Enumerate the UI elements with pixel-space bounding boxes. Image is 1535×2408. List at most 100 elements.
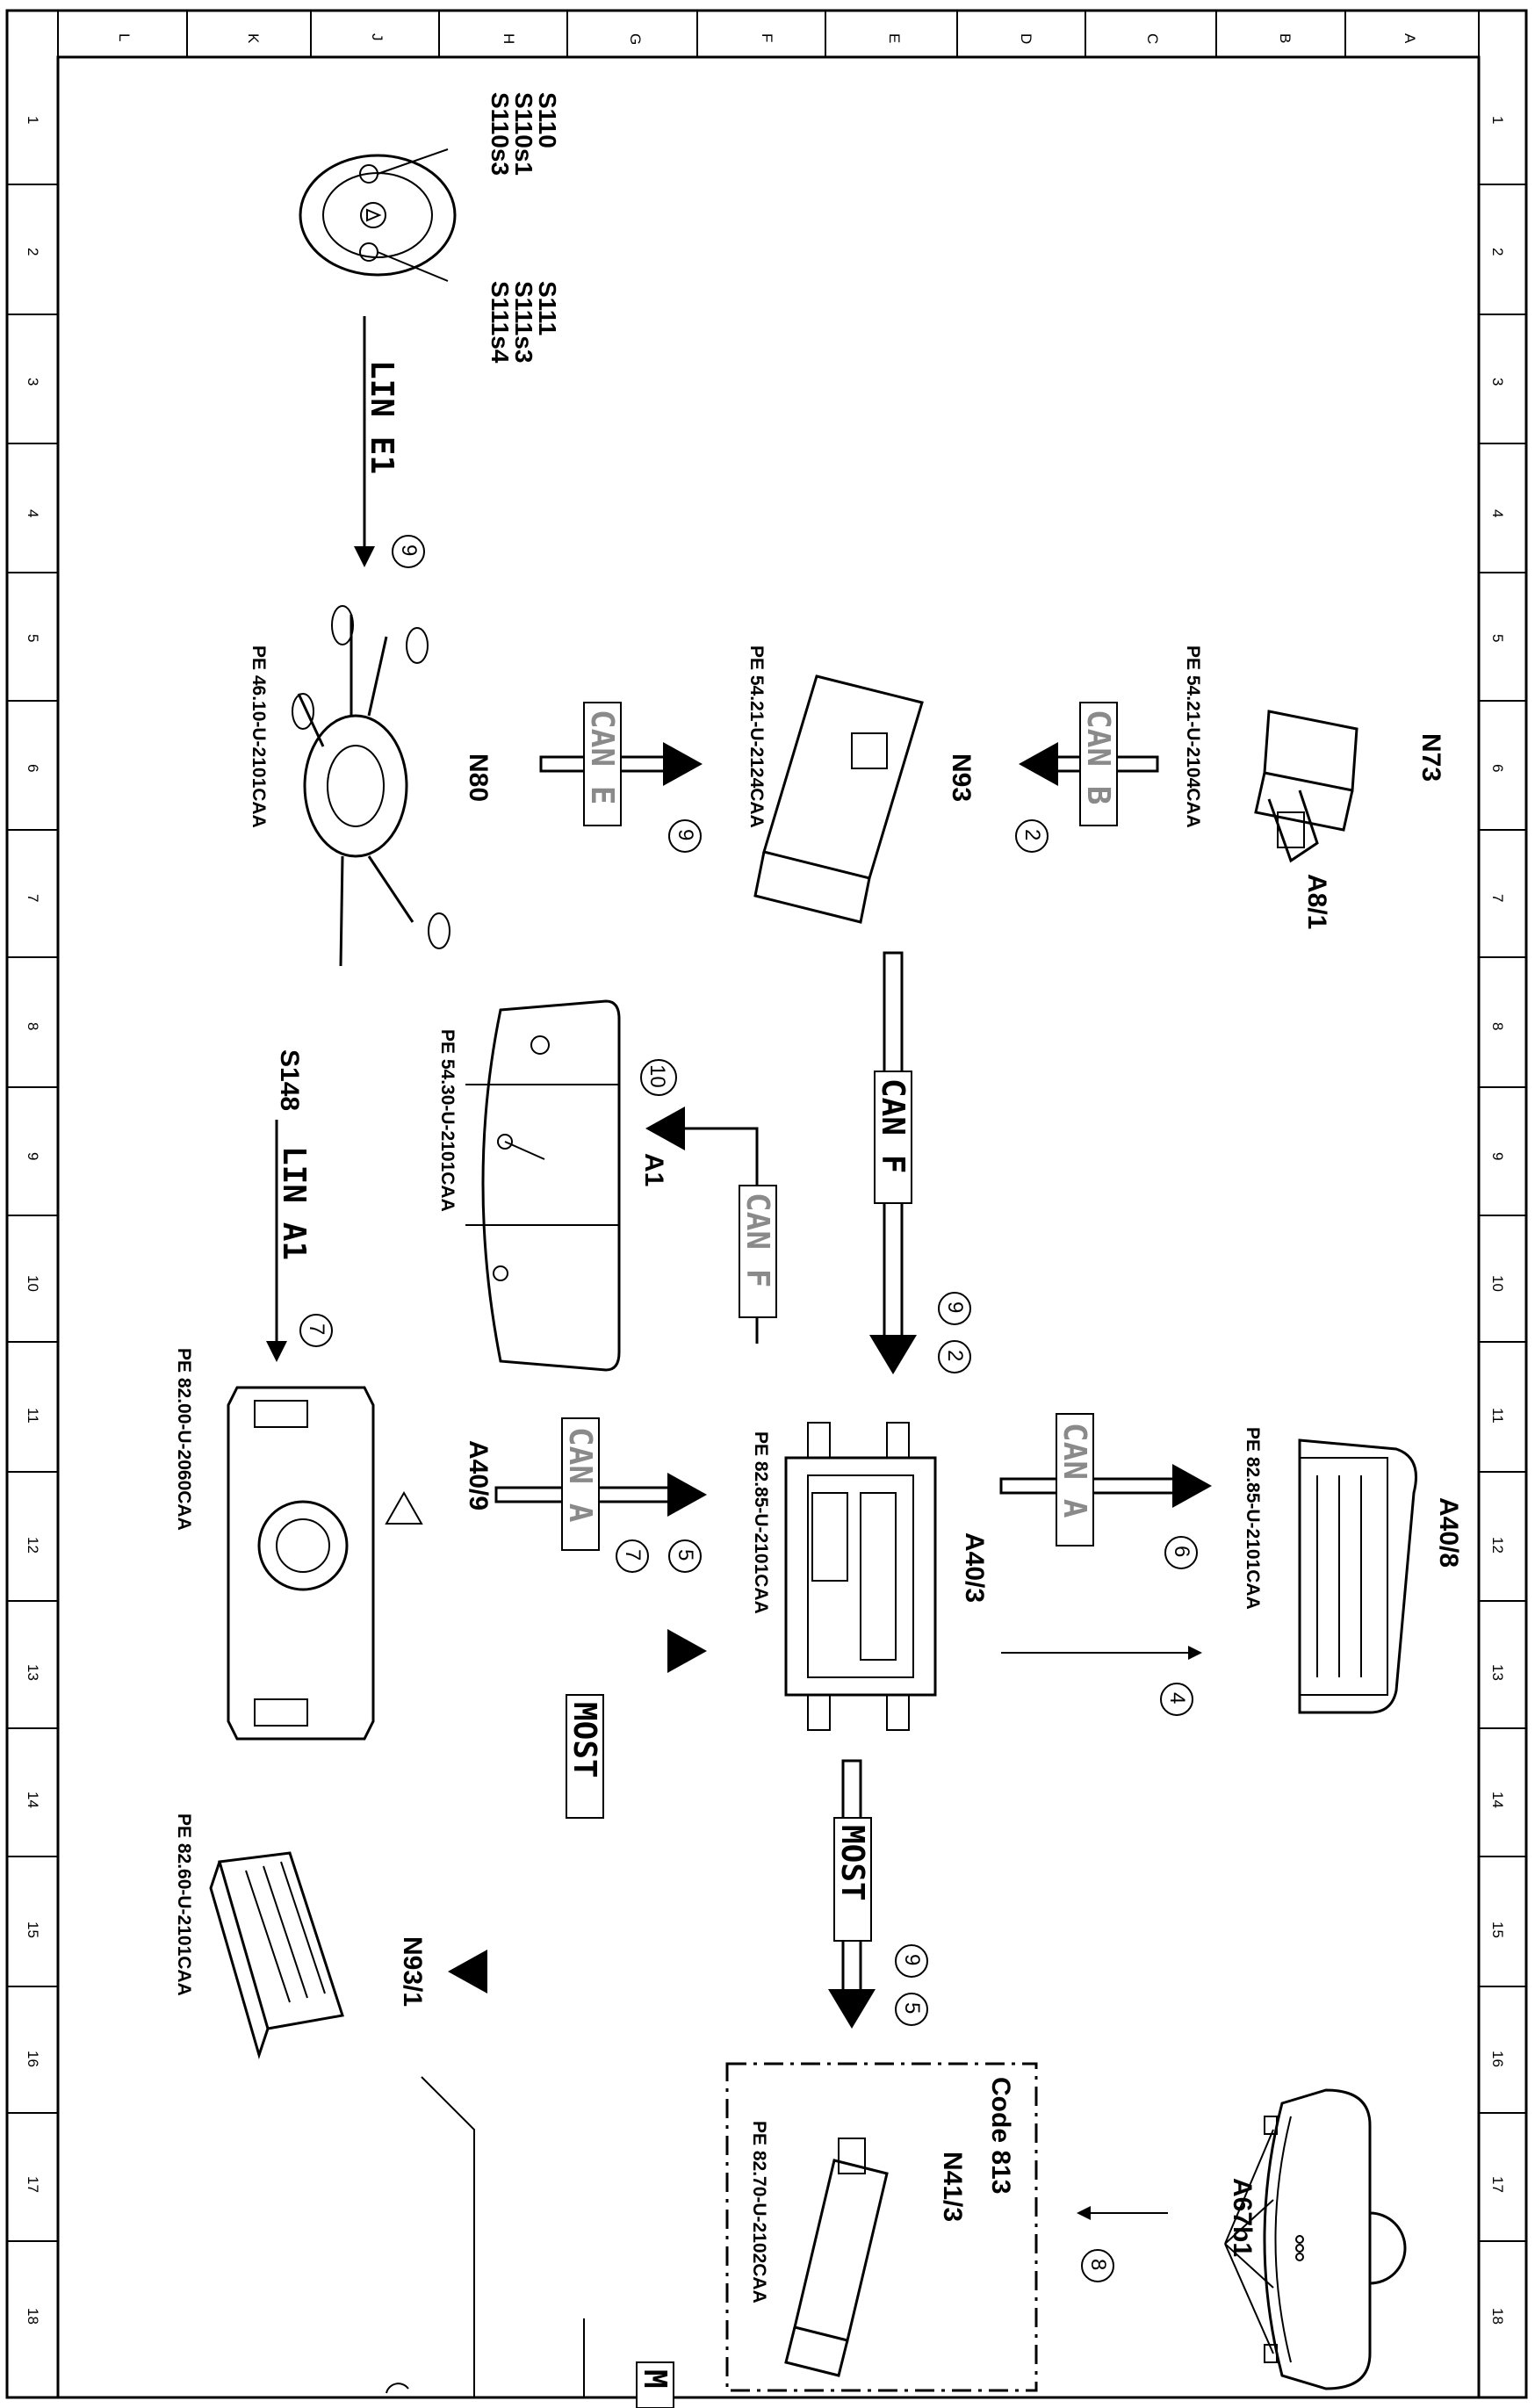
label-n93: N93 (947, 753, 976, 802)
row-number-right-5: 5 (1489, 634, 1506, 642)
row-number-right-14: 14 (1489, 1792, 1506, 1808)
row-number-right-9: 9 (1489, 1152, 1506, 1160)
col-letter-a: A (1402, 33, 1418, 44)
can-f-main-arrowhead (869, 1335, 917, 1374)
circled-number-4-a40-8: 4 (1160, 1683, 1193, 1716)
row-number-left-11: 11 (25, 1408, 41, 1424)
svg-text:5: 5 (674, 1549, 697, 1561)
row-number-right-8: 8 (1489, 1022, 1506, 1030)
row-number-right-4: 4 (1489, 509, 1506, 517)
can-e-label-box (583, 702, 622, 826)
ignition-switch-icon (1254, 710, 1358, 863)
label-s148: S148 (275, 1049, 304, 1111)
can-b-arrowhead (1019, 742, 1058, 786)
row-number-right-2: 2 (1489, 248, 1506, 256)
col-letter-e: E (886, 33, 903, 43)
ref-n41-3: PE 82.70-U-2102CAA (749, 2121, 769, 2303)
row-number-right-17: 17 (1489, 2176, 1506, 2193)
bus-can-f-main: CAN F (875, 1078, 911, 1173)
label-n73: N73 (1416, 733, 1445, 782)
circled-number-9-most: 9 (895, 1944, 928, 1978)
svg-text:7: 7 (621, 1549, 645, 1561)
label-s110s1: S110s1 (510, 92, 537, 176)
col-letter-k: K (245, 33, 262, 44)
row-number-left-4: 4 (25, 509, 41, 517)
circled-number-2-can-f: 2 (938, 1340, 971, 1373)
row-number-right-18: 18 (1489, 2308, 1506, 2325)
row-number-left-10: 10 (25, 1275, 41, 1292)
row-number-right-15: 15 (1489, 1921, 1506, 1938)
row-number-right-10: 10 (1489, 1275, 1506, 1292)
bus-can-b: CAN B (1080, 710, 1116, 804)
can-f-main-label-box (874, 1071, 912, 1204)
row-number-right-13: 13 (1489, 1664, 1506, 1681)
label-s110s3: S110s3 (486, 92, 514, 176)
row-number-left-3: 3 (25, 378, 41, 386)
ref-n80: PE 46.10-U-2101CAA (249, 645, 269, 828)
circled-number-8-a67: 8 (1081, 2249, 1114, 2282)
ref-a1: PE 54.30-U-2101CAA (437, 1029, 458, 1212)
label-s111: S111 (534, 281, 561, 335)
label-code-813: Code 813 (986, 2077, 1015, 2194)
row-number-right-16: 16 (1489, 2051, 1506, 2067)
svg-text:4: 4 (1165, 1692, 1189, 1704)
svg-text:2: 2 (943, 1350, 967, 1361)
row-number-left-9: 9 (25, 1152, 41, 1160)
row-number-right-6: 6 (1489, 764, 1506, 772)
row-numbers-left: 1 2 3 4 5 6 7 8 9 10 11 12 13 14 15 16 1… (25, 116, 41, 2325)
row-numbers-right: 1 2 3 4 5 6 7 8 9 10 11 12 13 14 15 16 1… (1489, 116, 1506, 2325)
svg-text:9: 9 (397, 544, 421, 556)
svg-text:2: 2 (1020, 829, 1044, 840)
control-unit-a40-3-icon (784, 1422, 937, 1731)
bus-most-bottom: M (637, 2369, 673, 2389)
col-letter-j: J (369, 33, 386, 41)
label-s111s4: S111s4 (486, 281, 514, 364)
bus-lin-a1: LIN A1 (276, 1146, 312, 1260)
bus-can-a-right: CAN A (1056, 1423, 1092, 1518)
label-s110: S110 (534, 92, 561, 148)
control-panel-a40-9-icon (227, 1386, 423, 1741)
bus-can-a-left: CAN A (562, 1427, 598, 1523)
can-a-right-label-box (1056, 1413, 1094, 1546)
can-a-left-label-box (561, 1417, 600, 1551)
label-s111s3: S111s3 (510, 281, 537, 363)
wire-lower-left (421, 2076, 475, 2397)
svg-text:9: 9 (674, 829, 697, 840)
partial-circle-bottom (386, 2383, 409, 2394)
can-e-arrowhead (663, 742, 703, 786)
row-number-left-6: 6 (25, 764, 41, 772)
row-number-left-17: 17 (25, 2176, 41, 2193)
row-number-left-16: 16 (25, 2051, 41, 2067)
bus-can-e: CAN E (584, 710, 620, 804)
most-down-label-box (833, 1817, 872, 1942)
label-a1: A1 (639, 1153, 668, 1186)
row-number-right-3: 3 (1489, 378, 1506, 386)
most-left-arrowhead (667, 1629, 707, 1673)
most-bottom-label-box (636, 2361, 674, 2408)
svg-text:8: 8 (1086, 2259, 1110, 2270)
circled-number-7-can-a: 7 (616, 1539, 649, 1573)
row-number-left-2: 2 (25, 248, 41, 256)
svg-text:5: 5 (900, 2002, 924, 2014)
col-letter-b: B (1277, 33, 1294, 43)
svg-text:9: 9 (943, 1301, 967, 1313)
row-number-left-12: 12 (25, 1537, 41, 1554)
ref-a40-8: PE 82.85-U-2101CAA (1243, 1427, 1263, 1610)
circled-number-9-lin-e1: 9 (392, 535, 425, 568)
bus-lin-e1: LIN E1 (364, 360, 400, 474)
label-n41-3: N41/3 (938, 2152, 967, 2222)
most-bottom-path (487, 1970, 656, 2397)
label-a67b1: A67b1 (1228, 2178, 1257, 2257)
row-dividers (7, 184, 1526, 2242)
row-number-left-15: 15 (25, 1921, 41, 1938)
row-number-left-13: 13 (25, 1664, 41, 1681)
code-813-dashed-box (725, 2062, 1038, 2392)
col-letter-d: D (1018, 33, 1034, 44)
circled-number-9-can-e: 9 (668, 819, 702, 853)
circled-number-5-most: 5 (895, 1993, 928, 2026)
svg-text:7: 7 (305, 1323, 328, 1335)
ref-n93-1: PE 82.60-U-2101CAA (174, 1813, 194, 1996)
col-letter-f: F (759, 33, 775, 42)
svg-text:9: 9 (900, 1954, 924, 1965)
